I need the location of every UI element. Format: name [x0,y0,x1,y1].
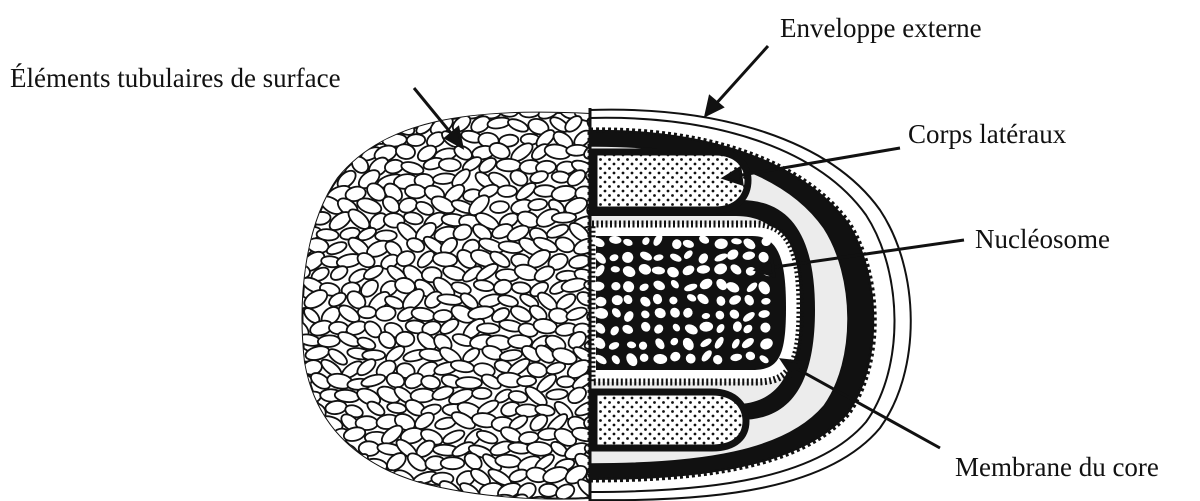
tubule [358,306,377,318]
tubule [291,459,310,471]
tubule [382,479,406,501]
tubule [335,463,360,486]
tubule [300,199,320,213]
tubule [358,97,387,124]
tubule [299,465,325,490]
tubule [339,497,363,501]
tubule [289,182,317,202]
tubule [324,483,350,498]
tubule [288,478,313,501]
tubule [384,107,405,121]
tubule [308,155,330,176]
tubule [290,155,313,178]
label-lateral: Corps latéraux [908,119,1067,149]
tubule [441,457,465,469]
tubule [390,494,416,501]
tubule [296,172,321,186]
label-envelope: Enveloppe externe [780,13,982,43]
tubule [344,451,371,473]
tubule [325,108,348,118]
arrow-envelope [706,46,768,115]
tubule [439,158,462,172]
tubule [296,148,321,159]
tubule [309,478,335,501]
tubule [477,323,500,334]
tubule [357,492,379,501]
tubule [456,377,482,389]
tubule [305,451,331,473]
tubule [317,493,341,501]
tubule [322,442,342,457]
tubule [358,118,384,132]
tubule [344,478,371,501]
tubule [305,128,331,153]
label-core-membrane: Membrane du core [955,452,1159,482]
tubule [298,114,322,134]
tubule [285,426,311,450]
tubule [302,414,324,431]
tubule [344,127,373,151]
tubule [287,397,314,417]
label-nucleosome: Nucléosome [975,224,1110,254]
tubule [395,331,414,346]
tubule [305,102,332,118]
lateral-body-top [594,152,748,210]
tubule [316,114,341,138]
tubule [356,467,378,486]
tubule [407,488,435,501]
tubule [298,439,323,464]
label-surface: Éléments tubulaires de surface [10,63,341,93]
tubule [363,479,389,498]
lateral-body-bottom [594,392,746,448]
tubule [375,230,397,242]
tubule [472,388,491,399]
tubule [552,212,577,223]
tubule [377,493,400,501]
tubule [287,210,311,225]
tubule [289,129,311,148]
tubule [327,128,353,150]
tubule [299,492,323,501]
cross-section [590,110,911,500]
tubule [346,106,365,119]
tubule [517,375,537,387]
tubule [539,484,558,497]
surface-tubules [285,97,610,501]
tubule [431,496,452,501]
tubule [315,464,342,486]
tubule [308,426,329,445]
tubule-field [285,97,610,501]
tubule [404,103,425,120]
tubule [327,455,350,475]
tubule [333,113,358,136]
tubule [319,145,339,159]
tubule [497,185,517,197]
tubule [290,106,310,119]
